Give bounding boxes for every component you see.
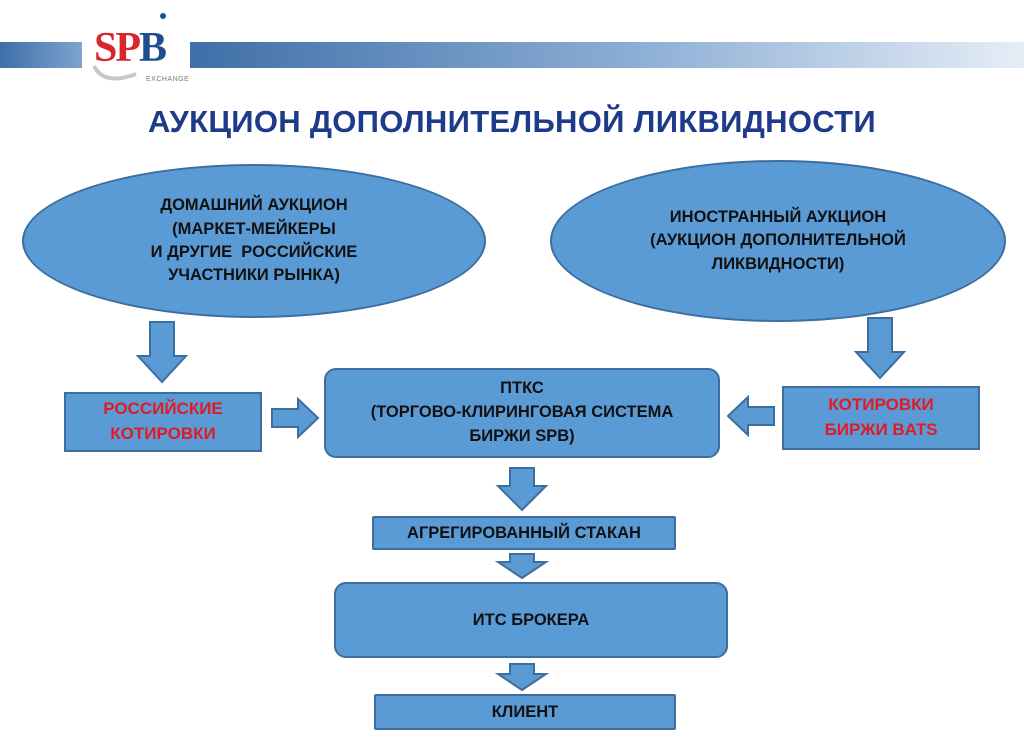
foreign-auction-line2: (АУКЦИОН ДОПОЛНИТЕЛЬНОЙ [650,231,906,250]
aggregated-book-box: АГРЕГИРОВАННЫЙ СТАКАН [372,516,676,550]
russian-quotes-line2: КОТИРОВКИ [110,424,216,443]
client-box: КЛИЕНТ [374,694,676,730]
arrow-down-to-aggregated [495,467,549,512]
ptks-line2: (ТОРГОВО-КЛИРИНГОВАЯ СИСТЕМА [370,403,674,422]
ptks-box: ПТКС (ТОРГОВО-КЛИРИНГОВАЯ СИСТЕМА БИРЖИ … [324,368,720,458]
broker-its-box: ИТС БРОКЕРА [334,582,728,658]
russian-quotes-line1: РОССИЙСКИЕ [103,399,223,419]
arrow-left-to-ptks [726,394,775,438]
foreign-auction-line1: ИНОСТРАННЫЙ АУКЦИОН [669,207,887,226]
home-auction-line3: И ДРУГИЕ РОССИЙСКИЕ [150,243,358,261]
header-stripe-right [190,42,1024,68]
header-stripe-left [0,42,82,68]
foreign-auction-line3: ЛИКВИДНОСТИ) [711,254,845,273]
arrow-down-to-broker [494,553,550,580]
spb-logo: SPB [94,25,167,71]
bats-quotes-line1: КОТИРОВКИ [828,395,934,415]
logo-dot [160,13,166,19]
ptks-line3: БИРЖИ SPB) [469,426,575,445]
ptks-line1: ПТКС [500,379,544,398]
arrow-down-right [853,317,907,380]
bats-quotes-box: КОТИРОВКИ БИРЖИ BATS [782,386,980,450]
home-auction-line4: УЧАСТНИКИ РЫНКА) [168,266,340,285]
logo-swoosh [92,64,137,81]
home-auction-ellipse: ДОМАШНИЙ АУКЦИОН (МАРКЕТ-МЕЙКЕРЫ И ДРУГИ… [22,164,486,318]
home-auction-line2: (МАРКЕТ-МЕЙКЕРЫ [172,219,336,238]
home-auction-line1: ДОМАШНИЙ АУКЦИОН [160,196,348,215]
arrow-down-left [135,321,189,384]
foreign-auction-ellipse: ИНОСТРАННЫЙ АУКЦИОН (АУКЦИОН ДОПОЛНИТЕЛЬ… [550,160,1006,322]
russian-quotes-box: РОССИЙСКИЕ КОТИРОВКИ [64,392,262,452]
arrow-right-to-ptks [271,396,320,440]
bats-quotes-line2: БИРЖИ BATS [824,420,938,439]
page-title: АУКЦИОН ДОПОЛНИТЕЛЬНОЙ ЛИКВИДНОСТИ [148,104,876,139]
arrow-down-to-client [494,663,550,692]
logo-subtitle: EXCHANGE [146,76,190,83]
